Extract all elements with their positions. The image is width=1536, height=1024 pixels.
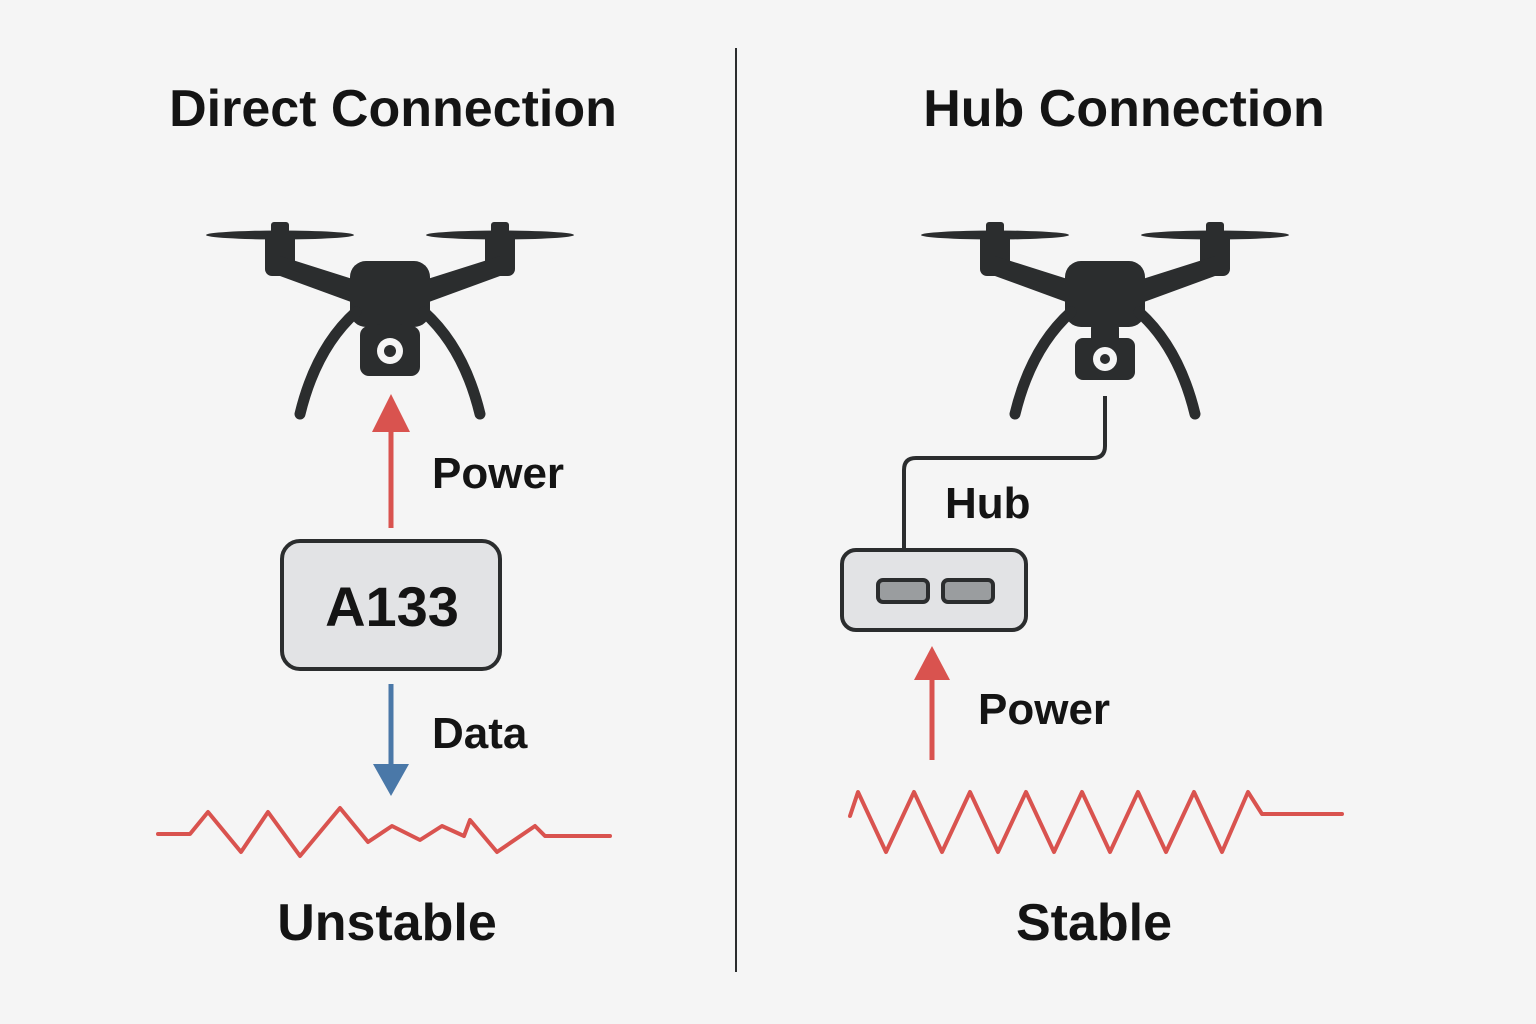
left-power-label: Power: [432, 449, 564, 498]
usb-port-icon: [876, 578, 930, 604]
left-data-label: Data: [432, 709, 528, 758]
right-panel: Hub Connection Hub Power Stable: [840, 80, 1344, 952]
right-title: Hub Connection: [923, 80, 1325, 138]
drone-icon: [206, 222, 574, 414]
camera-icon: [360, 326, 420, 376]
device-label: A133: [325, 575, 459, 638]
right-power-label: Power: [978, 685, 1110, 734]
left-title: Direct Connection: [169, 80, 617, 138]
left-panel: Direct Connection Power A133 Data: [156, 80, 617, 952]
right-status: Stable: [1016, 894, 1172, 952]
data-arrow: [373, 684, 409, 796]
drone-icon: [921, 222, 1289, 414]
power-arrow: [914, 646, 950, 760]
left-status: Unstable: [277, 894, 497, 952]
usb-port-icon: [941, 578, 995, 604]
unstable-signal-wave: [156, 806, 612, 858]
usb-hub-icon: [840, 548, 1028, 632]
stable-signal-wave: [848, 790, 1344, 854]
a133-device: A133: [280, 539, 502, 671]
camera-icon: [1075, 338, 1135, 380]
hub-label: Hub: [945, 479, 1031, 528]
power-arrow: [372, 394, 410, 528]
hub-cable: [902, 396, 1107, 550]
